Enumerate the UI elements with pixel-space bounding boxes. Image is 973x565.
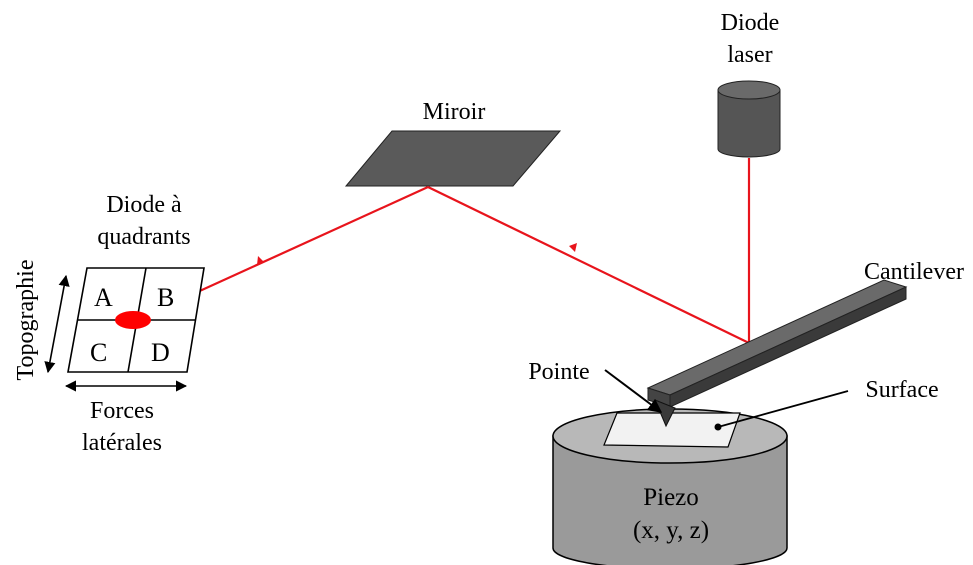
sample-surface: [603, 412, 741, 448]
cantilever: [646, 279, 908, 408]
topographie-arrow: [44, 274, 70, 374]
piezo-coords-label: (x, y, z): [633, 517, 709, 544]
miroir-label: Miroir: [423, 99, 486, 125]
piezo-label: Piezo: [643, 484, 699, 511]
diode-laser-label: laser: [727, 42, 772, 68]
laser-direction-arrow: [257, 256, 264, 265]
diode-quadrants-label: quadrants: [97, 224, 190, 250]
diode-laser-label: Diode: [721, 10, 780, 36]
topographie-label: Topographie: [13, 260, 39, 381]
forces-label: Forces: [90, 398, 154, 424]
diode-quadrants-label: Diode à: [106, 192, 182, 218]
laser-direction-arrow: [569, 243, 577, 252]
surface-leader-line: [717, 390, 849, 428]
quadrant-label-d: D: [151, 338, 170, 367]
surface-label: Surface: [865, 377, 938, 403]
quadrant-label-c: C: [90, 338, 107, 367]
mirror: [344, 130, 562, 187]
quadrant-label-a: A: [94, 283, 113, 312]
surface-leader-dot: [714, 423, 722, 431]
quadrant-label-b: B: [157, 283, 174, 312]
pointe-leader-line: [604, 369, 663, 413]
cantilever-label: Cantilever: [864, 259, 964, 285]
laterales-label: latérales: [82, 430, 162, 456]
pointe-label: Pointe: [528, 359, 589, 385]
laser-diode: [717, 80, 781, 158]
laser-spot: [115, 311, 151, 329]
